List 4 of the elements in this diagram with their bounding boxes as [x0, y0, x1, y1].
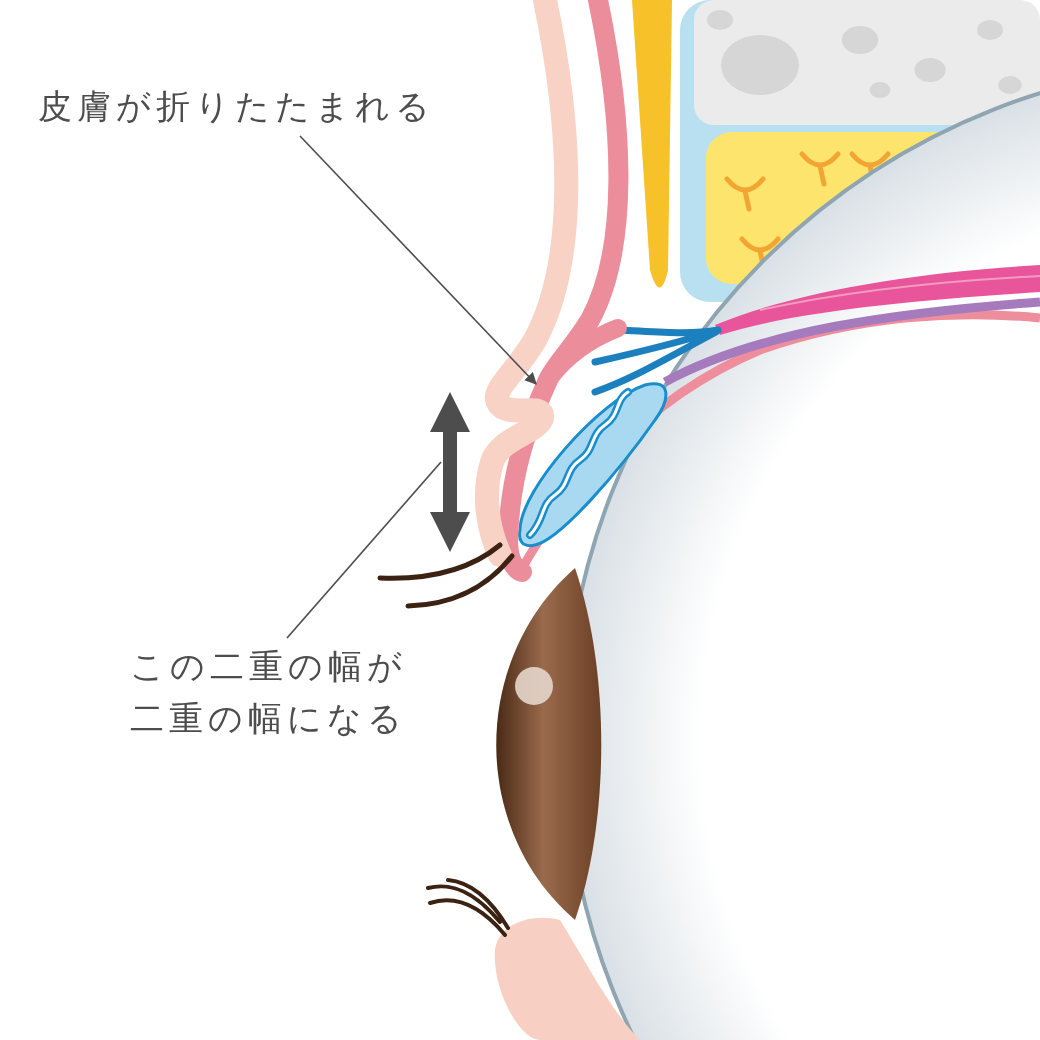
leader-label: 皮膚が折りたたまれる [36, 85, 436, 128]
leader-line [286, 461, 442, 639]
leader-line [299, 135, 537, 385]
leader-label: この二重の幅が二重の幅になる [128, 645, 408, 740]
